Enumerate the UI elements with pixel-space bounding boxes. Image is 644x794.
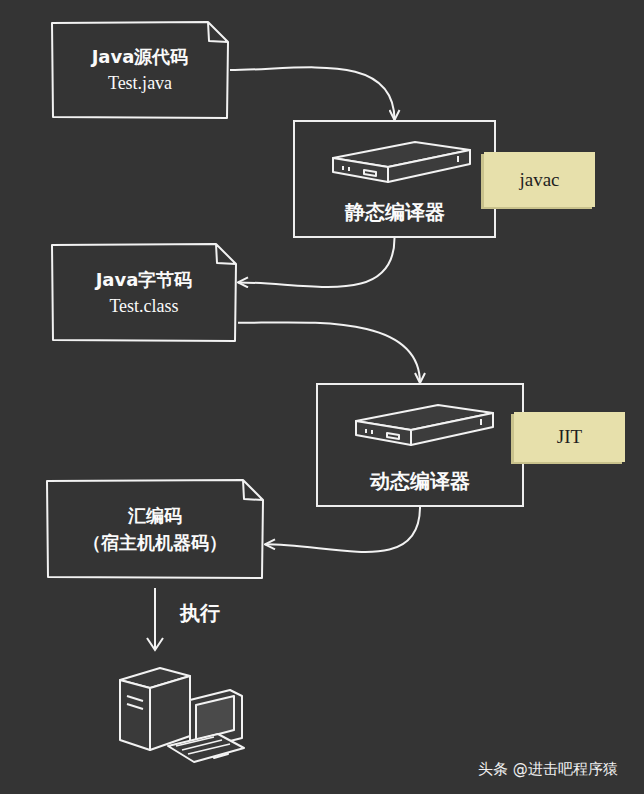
document-shape: 汇编码（宿主机机器码） (45, 478, 265, 580)
compiler-box: 动态编译器 (316, 383, 524, 507)
flow-arrow (238, 322, 420, 383)
document-outline (50, 20, 230, 120)
document-label: Test.class (109, 293, 178, 320)
flow-arrow (238, 238, 395, 287)
flow-arrow (265, 507, 420, 552)
note-label: javac (519, 169, 559, 191)
document-outline (50, 242, 238, 343)
computer-icon (120, 668, 244, 762)
action-label: 执行 (180, 600, 220, 627)
execute-arrow (147, 588, 163, 650)
document-label: 汇编码 (128, 502, 182, 529)
document-outline (45, 478, 265, 580)
box-label: 动态编译器 (370, 468, 470, 495)
flow-arrow (230, 67, 395, 120)
sticky-note: JIT (514, 412, 625, 462)
document-label: Test.java (108, 70, 172, 97)
document-label: （宿主机机器码） (83, 529, 227, 556)
document-shape: Java源代码Test.java (50, 20, 230, 120)
server-icon (333, 142, 470, 182)
box-label: 静态编译器 (345, 199, 445, 226)
document-shape: Java字节码Test.class (50, 242, 238, 343)
compiler-box: 静态编译器 (293, 120, 496, 238)
document-label: Java字节码 (96, 266, 193, 293)
note-label: JIT (557, 426, 582, 448)
server-icon (356, 405, 493, 445)
sticky-note: javac (484, 152, 595, 207)
document-label: Java源代码 (92, 43, 189, 70)
watermark: 头条 @进击吧程序猿 (478, 760, 618, 779)
